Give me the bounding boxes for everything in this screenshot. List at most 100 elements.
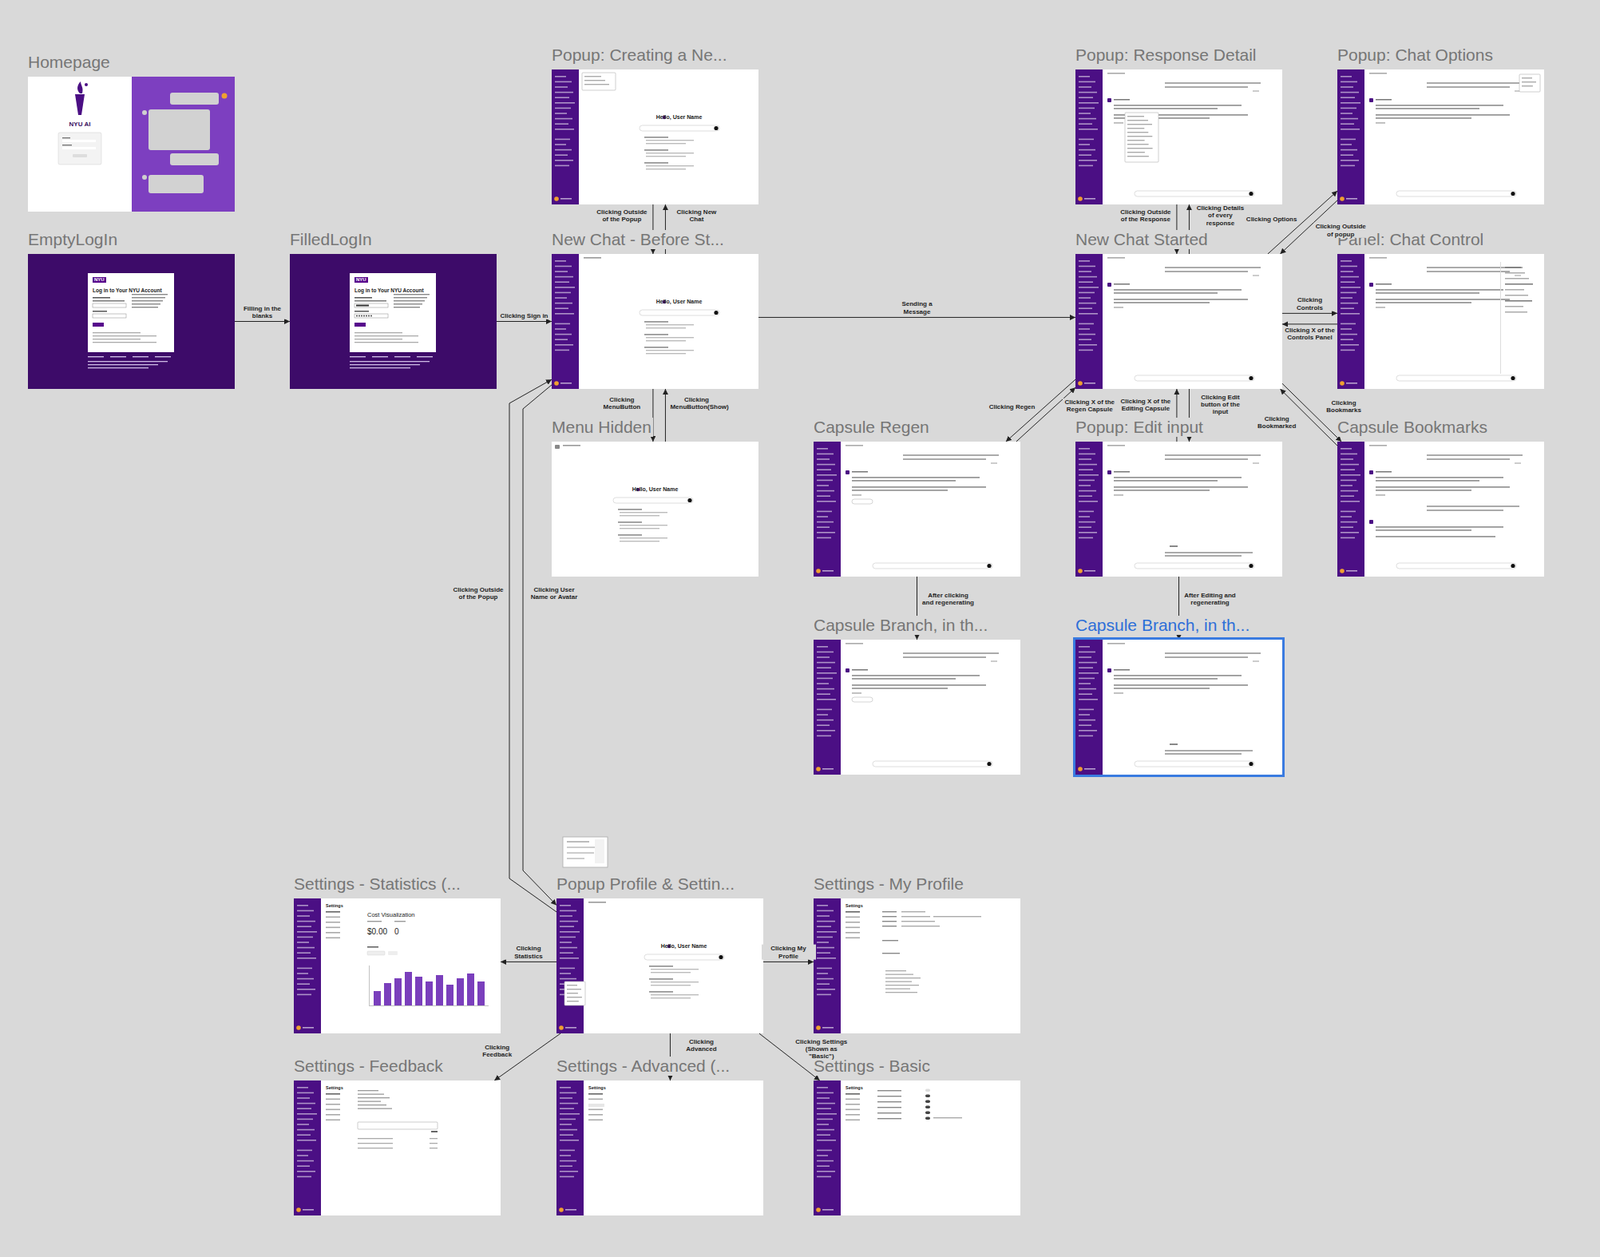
screen-text: NYU AI (27, 121, 132, 129)
screen-mockup (27, 253, 235, 389)
sidebar-item (554, 128, 575, 131)
transition-label: Filling in the blanks (235, 304, 290, 319)
sidebar-item (559, 930, 580, 933)
sidebar-item (1078, 677, 1095, 680)
sidebar-item (559, 1160, 577, 1162)
screen-thumbnail (1075, 441, 1283, 577)
note-line (354, 332, 403, 333)
screen-text: Hello, User Name (599, 298, 759, 305)
popup-line (566, 1000, 579, 1002)
sidebar-item (554, 86, 568, 88)
list-line (885, 981, 912, 983)
input-bar (1134, 190, 1255, 197)
bot-avatar (1107, 282, 1112, 287)
chart-bar (446, 984, 454, 1006)
transition-label: Clicking Details of every response (1192, 204, 1248, 227)
password-dot (363, 315, 365, 317)
section-label (882, 939, 899, 941)
screen-thumbnail (813, 441, 1021, 577)
user-name-bar (822, 768, 834, 770)
screen-thumbnail (556, 898, 764, 1034)
sidebar-item (1340, 328, 1352, 330)
screen-mockup (1337, 69, 1545, 205)
frame-title: Capsule Bookmarks (1337, 417, 1490, 437)
sidebar-item (297, 946, 315, 949)
sidebar-item (1078, 112, 1091, 115)
user-name-bar (1084, 198, 1096, 200)
sidebar-item (1078, 307, 1093, 309)
screen-thumbnail (813, 898, 1021, 1034)
sidebar-item (554, 75, 567, 78)
note-line (354, 338, 403, 340)
chat-title (845, 444, 864, 447)
sidebar-item (1078, 453, 1096, 456)
screen-thumbnail (551, 253, 759, 389)
connector-group (234, 190, 1342, 1081)
sidebar-item (816, 526, 830, 528)
sidebar-item (1340, 118, 1359, 120)
flow-arrow (763, 961, 814, 963)
screen-text: Settings (588, 1085, 606, 1090)
edit-line (1164, 554, 1242, 557)
user-line (902, 458, 987, 460)
user-line (1426, 505, 1520, 507)
sidebar-item (816, 474, 837, 476)
sidebar-item (1078, 521, 1096, 523)
sidebar-item (816, 1123, 829, 1125)
history-line (429, 1142, 438, 1144)
user-line (1164, 270, 1248, 273)
top-bar (1364, 441, 1545, 450)
chart-bar (477, 981, 485, 1006)
frame-title: Homepage (27, 52, 112, 72)
sidebar-item (297, 1133, 311, 1136)
bot-name (1113, 99, 1130, 101)
transition-label: Clicking Controls (1283, 296, 1338, 311)
sidebar-item (559, 1123, 572, 1125)
transition-label: Clicking X of the Controls Panel (1283, 326, 1338, 341)
screen-mockup (1075, 639, 1283, 775)
bot-line (1375, 529, 1472, 531)
sidebar-item (554, 96, 570, 99)
sidebar-item (816, 693, 831, 695)
help-line (393, 293, 430, 295)
popup-line (566, 996, 583, 998)
sidebar-item (554, 260, 567, 262)
transition-label: Clicking MenuButton (594, 396, 650, 411)
bot-line (1113, 298, 1248, 301)
history-line (357, 1142, 393, 1144)
torch-flame (77, 81, 84, 94)
sidebar-item (297, 1154, 309, 1157)
user-line (1164, 82, 1261, 84)
screen-thumbnail (27, 253, 235, 389)
bot-line (851, 479, 956, 482)
list-item (650, 981, 699, 983)
chart-bar (425, 981, 433, 1006)
sidebar (1337, 69, 1365, 205)
edit-line (1164, 749, 1253, 752)
sidebar-item (1340, 484, 1353, 487)
sidebar-item (1078, 281, 1094, 283)
screen-frame: Settings - My ProfileSettings (813, 898, 1021, 1034)
settings-menu-item (325, 937, 341, 939)
popup-line (566, 851, 595, 854)
bot-actions (1375, 122, 1386, 124)
list-item (619, 514, 660, 516)
sidebar-item (1340, 270, 1354, 273)
popup-card (582, 72, 616, 91)
sidebar-item (1078, 328, 1090, 330)
sidebar (551, 253, 579, 389)
sidebar-item (554, 349, 570, 352)
sidebar-item (1340, 154, 1354, 156)
sidebar-item (554, 302, 573, 305)
flow-arrow (496, 320, 552, 322)
user-line (1426, 86, 1510, 88)
stat-label (367, 920, 382, 922)
sidebar-item (816, 1102, 836, 1105)
user-name-bar (1084, 570, 1096, 572)
top-bar (1364, 253, 1545, 262)
avatar (554, 196, 559, 202)
footer-link (349, 356, 366, 357)
settings-menu-item (325, 1103, 341, 1105)
sidebar (1337, 441, 1365, 577)
